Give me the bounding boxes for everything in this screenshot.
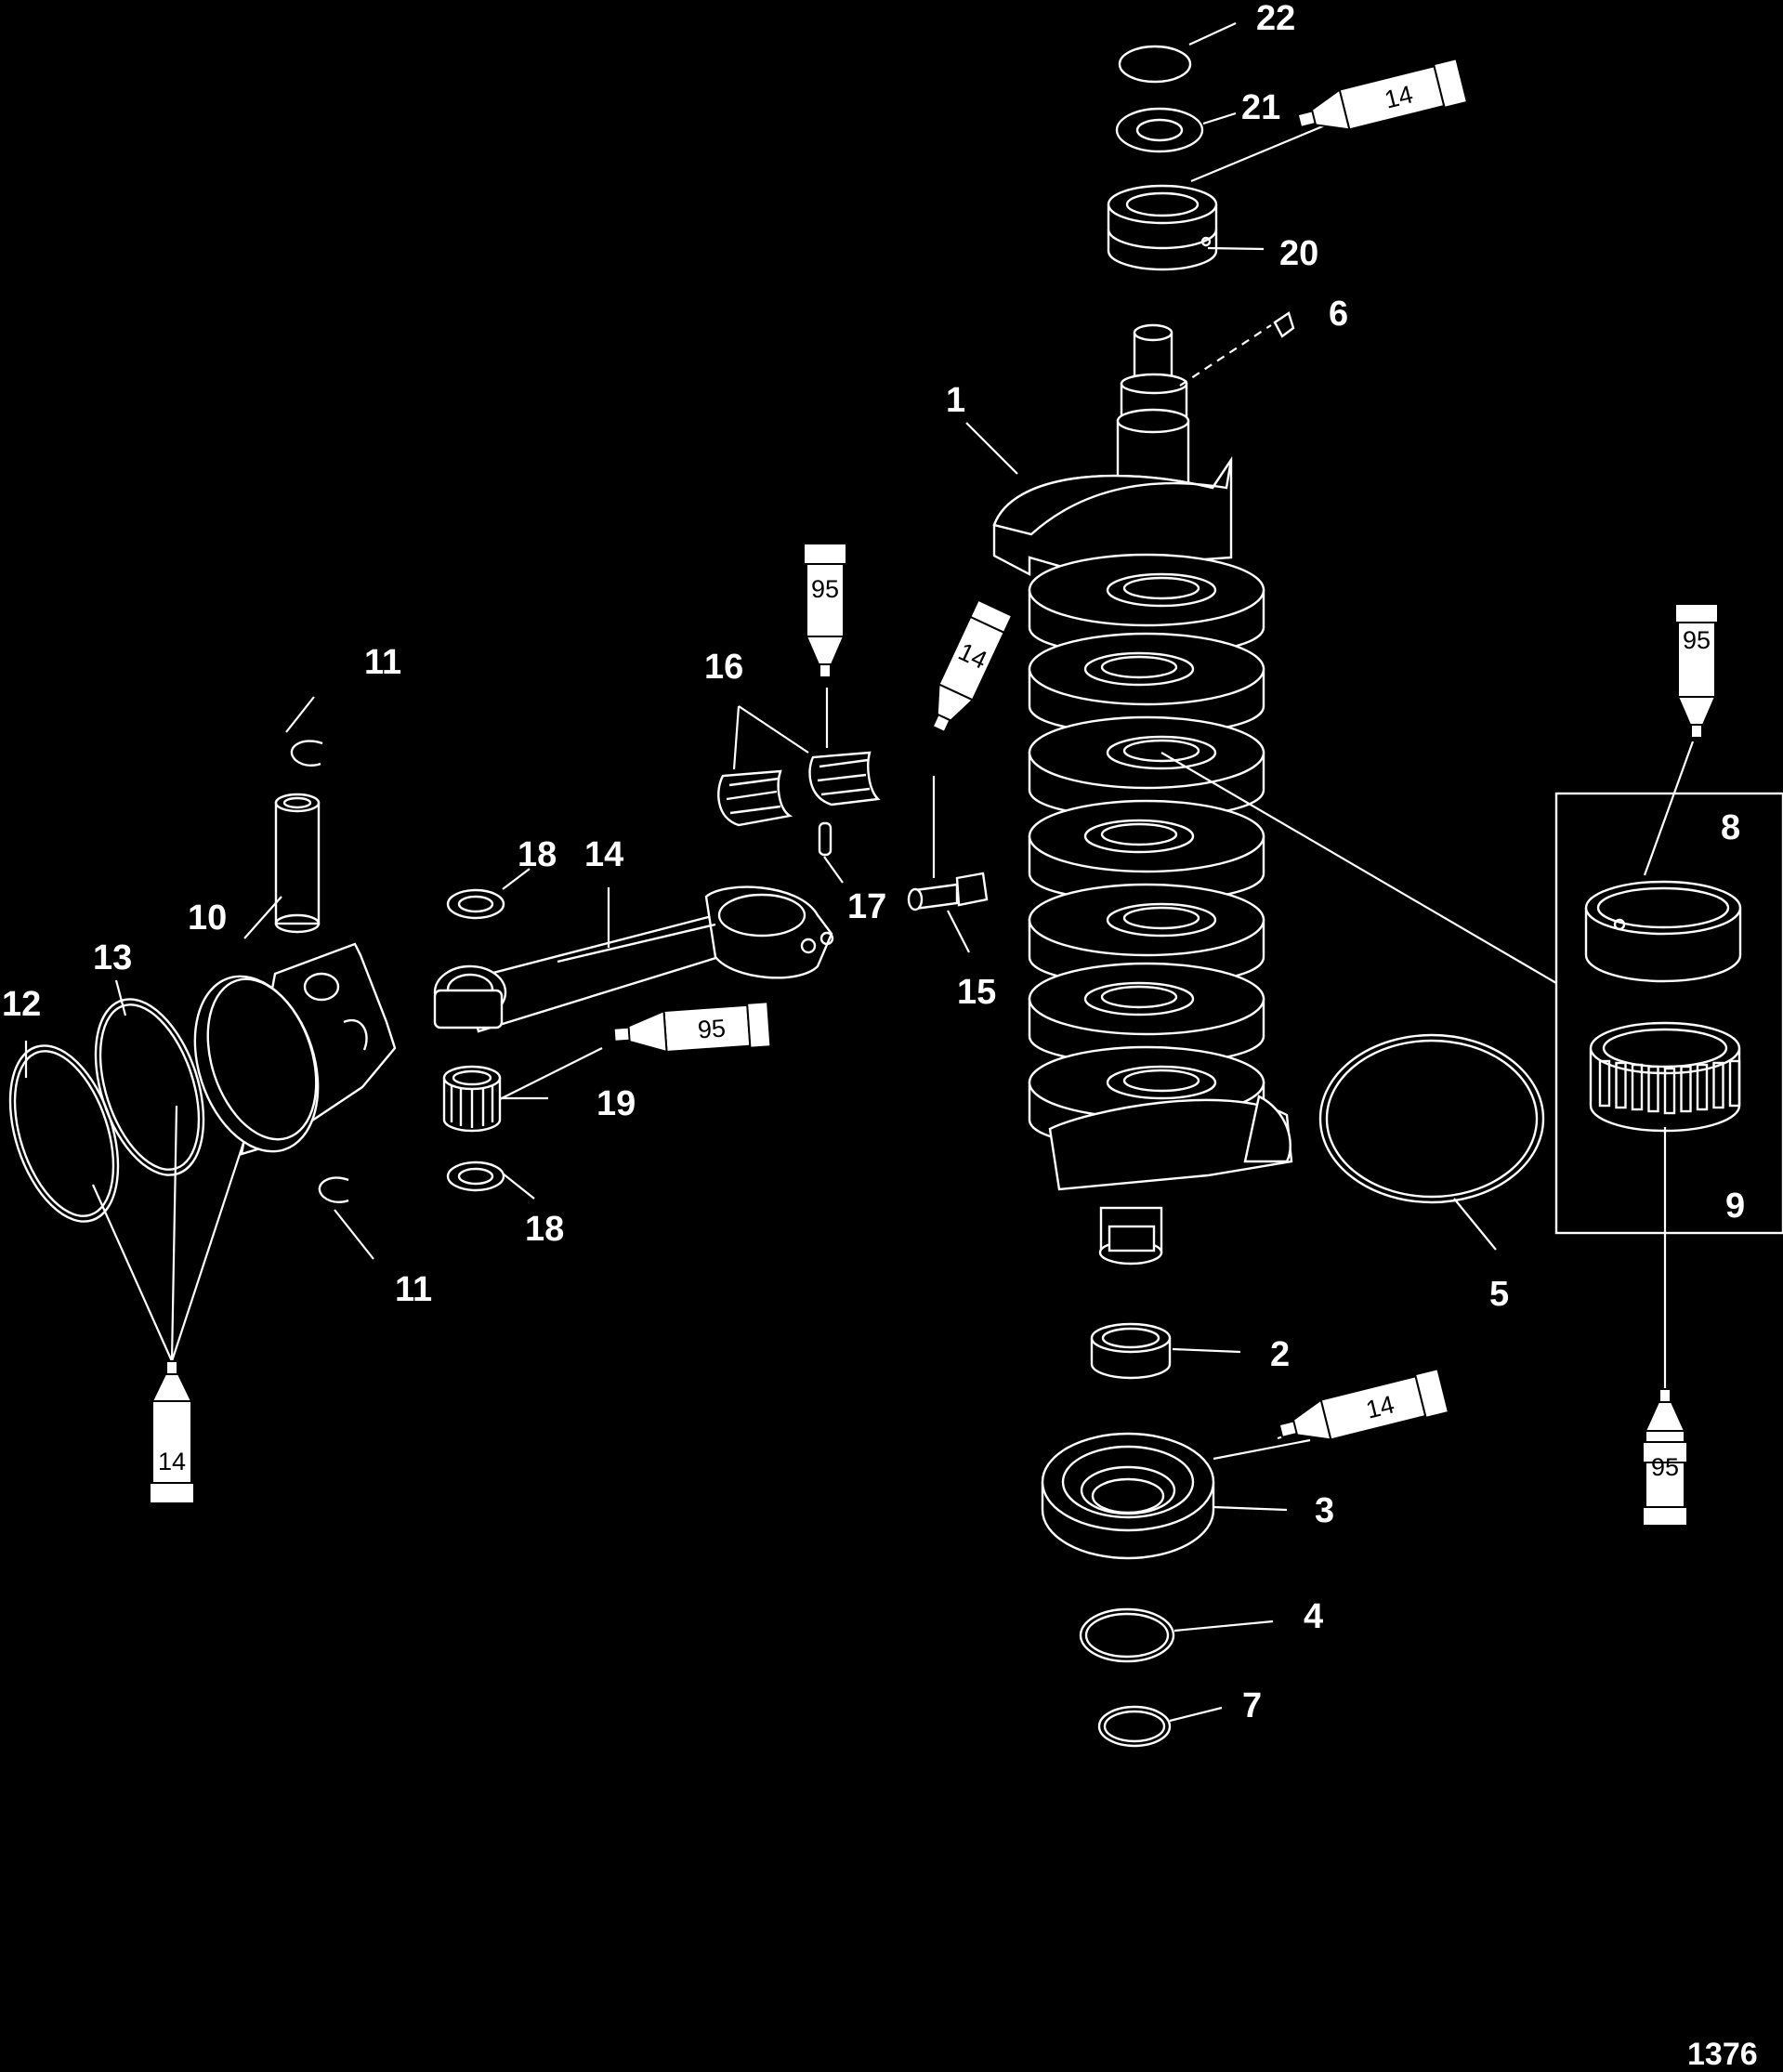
callout-1: 1 (946, 381, 965, 420)
crank-web (1028, 632, 1265, 736)
callout-22: 22 (1256, 0, 1295, 38)
tube-label: 95 (697, 1014, 727, 1043)
crank-web (1028, 962, 1265, 1066)
connecting-rod-14 (433, 885, 834, 1033)
callout-14: 14 (584, 835, 623, 874)
callout-18-top: 18 (518, 835, 557, 874)
tube-label: 95 (811, 575, 839, 603)
washer-18-bottom (446, 1161, 505, 1192)
callout-13: 13 (93, 938, 132, 977)
callout-2: 2 (1270, 1335, 1290, 1374)
lock-ring-11-bottom (318, 1176, 349, 1203)
cage-roller (1728, 1059, 1741, 1108)
callout-19: 19 (597, 1084, 636, 1123)
bearing-20 (1107, 184, 1218, 271)
leader-lines (24, 22, 1695, 1723)
rod-bolt-15 (907, 872, 989, 911)
wrist-pin (274, 793, 321, 934)
callout-15: 15 (957, 973, 996, 1012)
callout-6: 6 (1329, 295, 1348, 334)
crankshaft-1 (992, 323, 1293, 1265)
ball-bearing-3 (1041, 1432, 1215, 1560)
callout-16: 16 (704, 648, 743, 687)
cage-roller (1680, 1065, 1692, 1113)
piston-10 (193, 942, 397, 1156)
figure-number: 1376 (1687, 2037, 1758, 2072)
tube-label: 95 (1651, 1453, 1679, 1481)
tube-label: 14 (1382, 80, 1415, 113)
retaining-ring-4 (1079, 1607, 1175, 1663)
lubricant-tube-14-bottom-bearing: 14 (1278, 1368, 1450, 1441)
callout-10: 10 (188, 898, 227, 938)
crank-web (1028, 799, 1265, 903)
callout-7: 7 (1242, 1686, 1262, 1725)
lubricant-tube-95-inset-bottom: 95 (1642, 1388, 1688, 1527)
cage-roller (1696, 1063, 1709, 1111)
o-ring-5 (1318, 1033, 1545, 1204)
lubricant-tube-14-bolt: 14 (931, 598, 1014, 734)
lubricant-tube-95-bearing: 95 (803, 543, 847, 678)
bearing-race-2 (1090, 1322, 1172, 1380)
callout-3: 3 (1315, 1491, 1334, 1530)
callout-11-bottom: 11 (395, 1270, 432, 1309)
lock-ring-11-top (290, 740, 323, 767)
lubricant-tube-14-top: 14 (1296, 58, 1469, 131)
callout-4: 4 (1304, 1597, 1323, 1636)
bearing-cage-halves-16 (717, 751, 881, 827)
callout-18-bottom: 18 (525, 1210, 564, 1249)
callout-labels: 1 2 3 4 5 6 7 8 9 10 11 11 12 13 14 15 1… (2, 0, 1745, 1725)
lubricant-tube-95-inset-top: 95 (1674, 603, 1719, 739)
cage-roller (1631, 1063, 1644, 1111)
callout-17: 17 (847, 887, 886, 926)
cage-roller (1615, 1061, 1627, 1109)
ring-7 (1097, 1705, 1172, 1748)
callout-5: 5 (1489, 1275, 1509, 1314)
callout-20: 20 (1279, 234, 1318, 273)
inset-bearing-box (1554, 792, 1783, 1235)
callout-8: 8 (1721, 808, 1740, 847)
callout-9: 9 (1725, 1187, 1745, 1226)
tube-label: 14 (1363, 1390, 1396, 1423)
lubricant-tube-14-rings: 14 (149, 1360, 195, 1504)
tube-label: 14 (158, 1448, 186, 1475)
lubricant-tube-95-rod: 95 (612, 1001, 772, 1054)
cage-roller (1598, 1059, 1611, 1108)
cage-roller (1663, 1067, 1676, 1115)
locating-pin-17 (818, 821, 833, 857)
cage-roller (1712, 1061, 1724, 1109)
crank-web (1028, 715, 1265, 820)
needle-bearing-19 (442, 1065, 502, 1133)
key-6 (1273, 311, 1295, 338)
o-ring-22 (1118, 45, 1192, 84)
callout-11-top: 11 (364, 643, 401, 682)
tube-label: 95 (1683, 626, 1711, 654)
callout-12: 12 (2, 985, 41, 1024)
callout-21: 21 (1241, 88, 1280, 127)
seal-21 (1115, 107, 1204, 153)
cage-roller (1647, 1065, 1659, 1113)
washer-18-top (446, 888, 505, 920)
